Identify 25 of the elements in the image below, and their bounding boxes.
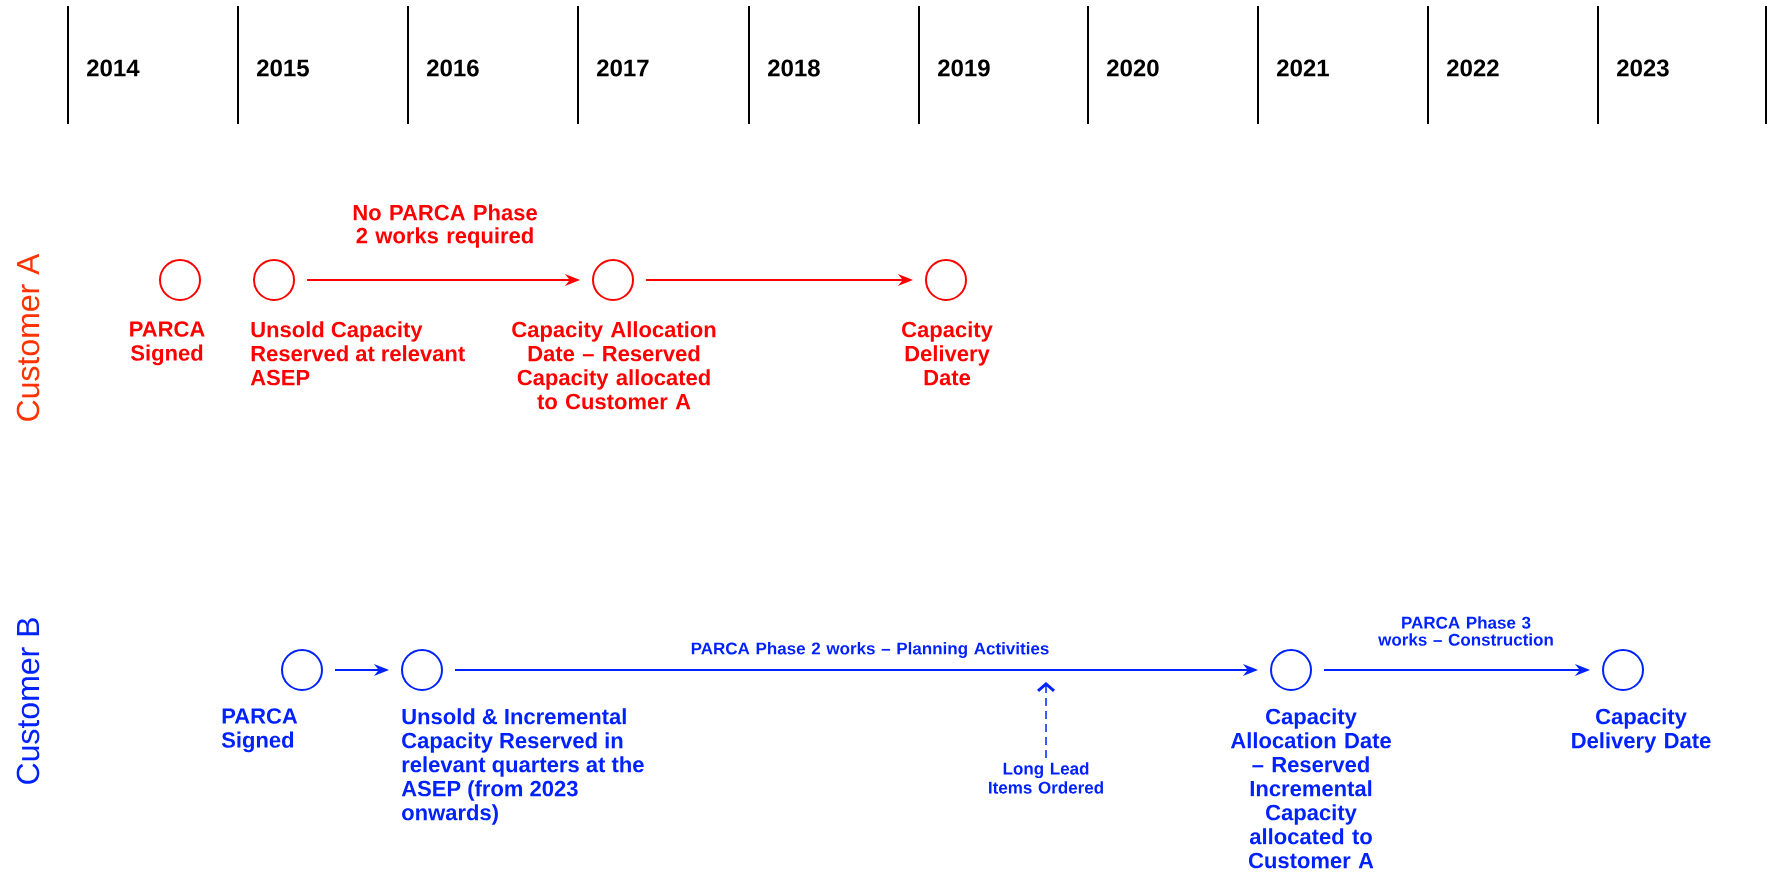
year-label: 2015 [257, 59, 309, 77]
row-label: Customer A [16, 253, 40, 421]
edge-label: No PARCA Phase 2 works required [353, 204, 537, 248]
year-label: 2022 [1447, 59, 1499, 77]
note-text: Long Lead Items Ordered [989, 762, 1103, 794]
year-label: 2016 [427, 59, 479, 77]
year-label: 2018 [768, 59, 820, 77]
year-label: 2019 [938, 59, 990, 77]
row-label: Customer B [16, 618, 40, 784]
milestone-label: Unsold & Incremental Capacity Reserved in relevant quarters at the ASEP (from 2023 onwards) [401, 708, 644, 825]
year-label: 2020 [1107, 59, 1159, 77]
milestone-label: Capacity Allocation Date – Reserved Capacity allocated to Customer A [512, 321, 716, 410]
milestone-label: Unsold Capacity Reserved at relevant ASEP [250, 321, 465, 386]
dashed-arrow [1037, 682, 1055, 759]
milestone-label: PARCA Signed [221, 708, 298, 753]
edge-label: PARCA Phase 2 works – Planning Activities [691, 642, 1049, 658]
year-label: 2021 [1277, 59, 1329, 77]
milestone-label: PARCA Signed [130, 321, 205, 366]
year-label: 2017 [597, 59, 649, 77]
edge-label: PARCA Phase 3 works – Construction [1378, 616, 1553, 646]
milestone-label: Capacity Allocation Date – Reserved Incremental Capacity allocated to Customer A [1230, 708, 1391, 869]
milestone-label: Capacity Delivery Date [1572, 708, 1711, 753]
year-label: 2023 [1617, 59, 1669, 77]
milestone-label: Capacity Delivery Date [902, 321, 993, 386]
year-label: 2014 [87, 59, 140, 77]
